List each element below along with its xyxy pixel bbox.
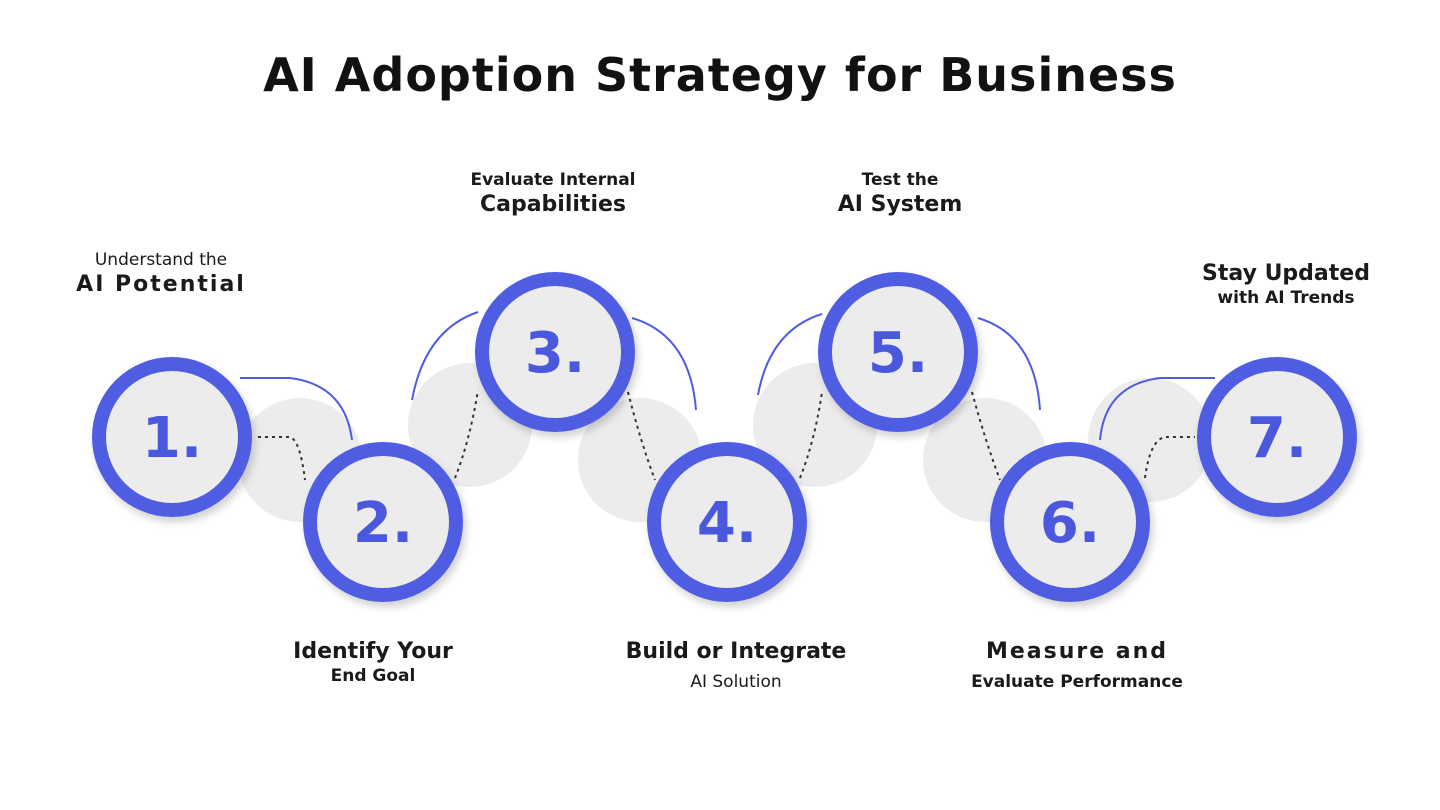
step-3-number: 3. (525, 321, 585, 386)
step-4-disc (661, 456, 793, 588)
step-7-label-line1: Stay Updated (1202, 261, 1370, 286)
step-1-node (92, 357, 252, 517)
step-2-label-line2: End Goal (330, 665, 416, 686)
accent-arc-1 (240, 377, 353, 441)
connector-2-3 (454, 389, 479, 479)
step-2-number: 2. (353, 491, 413, 556)
step-4-label-line2: AI Solution (690, 671, 782, 692)
step-2-label: Identify Your End Goal (293, 638, 453, 687)
accent-arc-3 (631, 317, 697, 411)
accent-arc-4 (757, 313, 823, 396)
step-2-node (303, 442, 463, 602)
step-6-disc (1004, 456, 1136, 588)
step-2-label-line1: Identify Your (293, 639, 453, 664)
step-4-number: 4. (697, 491, 757, 556)
step-4-label: Build or Integrate AI Solution (626, 638, 847, 693)
step-5-label-line1: Test the (861, 170, 939, 190)
step-6-number: 6. (1040, 491, 1100, 556)
step-7-label: Stay Updated with AI Trends (1202, 260, 1370, 309)
step-4-label-line1: Build or Integrate (625, 639, 847, 664)
step-6-label-line1: Measure and (985, 639, 1169, 664)
step-6-node (990, 442, 1150, 602)
step-circles: 1. 2. 3. 4. 5. 6. 7. (92, 272, 1357, 602)
step-7-number: 7. (1247, 406, 1307, 471)
accent-arc-5 (977, 317, 1041, 411)
step-5-node (818, 272, 978, 432)
connector-4-5 (799, 391, 823, 479)
page-title: AI Adoption Strategy for Business (263, 48, 1177, 102)
step-1-label-line1: Understand the (94, 250, 228, 270)
step-6-label: Measure and Evaluate Performance (971, 638, 1183, 693)
step-3-label-line2: Capabilities (479, 192, 627, 218)
step-3-label-line1: Evaluate Internal (470, 170, 636, 190)
connector-1-2 (258, 436, 306, 481)
step-1-number: 1. (142, 406, 202, 471)
step-7-node (1197, 357, 1357, 517)
accent-arc-2 (411, 311, 479, 401)
step-1-disc (106, 371, 238, 503)
step-3-label: Evaluate Internal Capabilities (470, 170, 635, 219)
step-5-label: Test the AI System (838, 170, 963, 219)
step-5-label-line2: AI System (837, 192, 963, 218)
connector-6-7 (1144, 436, 1195, 479)
step-1-label-line2: AI Potential (76, 272, 246, 298)
step-5-number: 5. (868, 321, 928, 386)
step-7-label-line2: with AI Trends (1217, 287, 1355, 308)
step-6-label-line2: Evaluate Performance (971, 671, 1183, 692)
step-4-node (647, 442, 807, 602)
step-3-node (475, 272, 635, 432)
accent-arc-6 (1099, 377, 1215, 441)
connector-5-6 (971, 391, 1001, 481)
dotted-connectors (258, 389, 1195, 481)
connector-3-4 (627, 391, 656, 481)
step-7-disc (1211, 371, 1343, 503)
step-5-disc (832, 286, 964, 418)
step-2-disc (317, 456, 449, 588)
step-1-label: Understand the AI Potential (76, 250, 246, 299)
step-3-disc (489, 286, 621, 418)
